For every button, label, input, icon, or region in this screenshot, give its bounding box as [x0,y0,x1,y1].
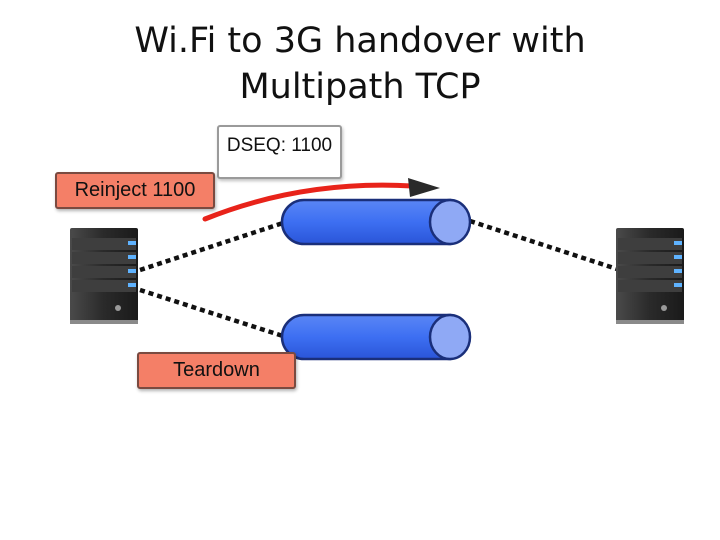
reinject-arrow [202,178,440,222]
title-line-1: Wi.Fi to 3G handover with [134,21,586,61]
dseq-label: DSEQ: 1100 [217,125,342,179]
server-icon [70,228,138,324]
title-line-2: Multipath TCP [239,67,481,107]
reinject-label-text: Reinject 1100 [74,179,196,201]
wifi-subflow-pipe [280,198,472,246]
teardown-label-text: Teardown [173,359,260,381]
reinject-label: Reinject 1100 [55,172,215,209]
slide-title: Wi.Fi to 3G handover with Multipath TCP [0,18,720,110]
dseq-label-text: DSEQ: 1100 [226,135,333,156]
3g-path [139,287,287,340]
3g-subflow-pipe [280,313,472,361]
teardown-label: Teardown [137,352,296,389]
server-icon [616,228,684,324]
wifi-path [139,218,621,273]
